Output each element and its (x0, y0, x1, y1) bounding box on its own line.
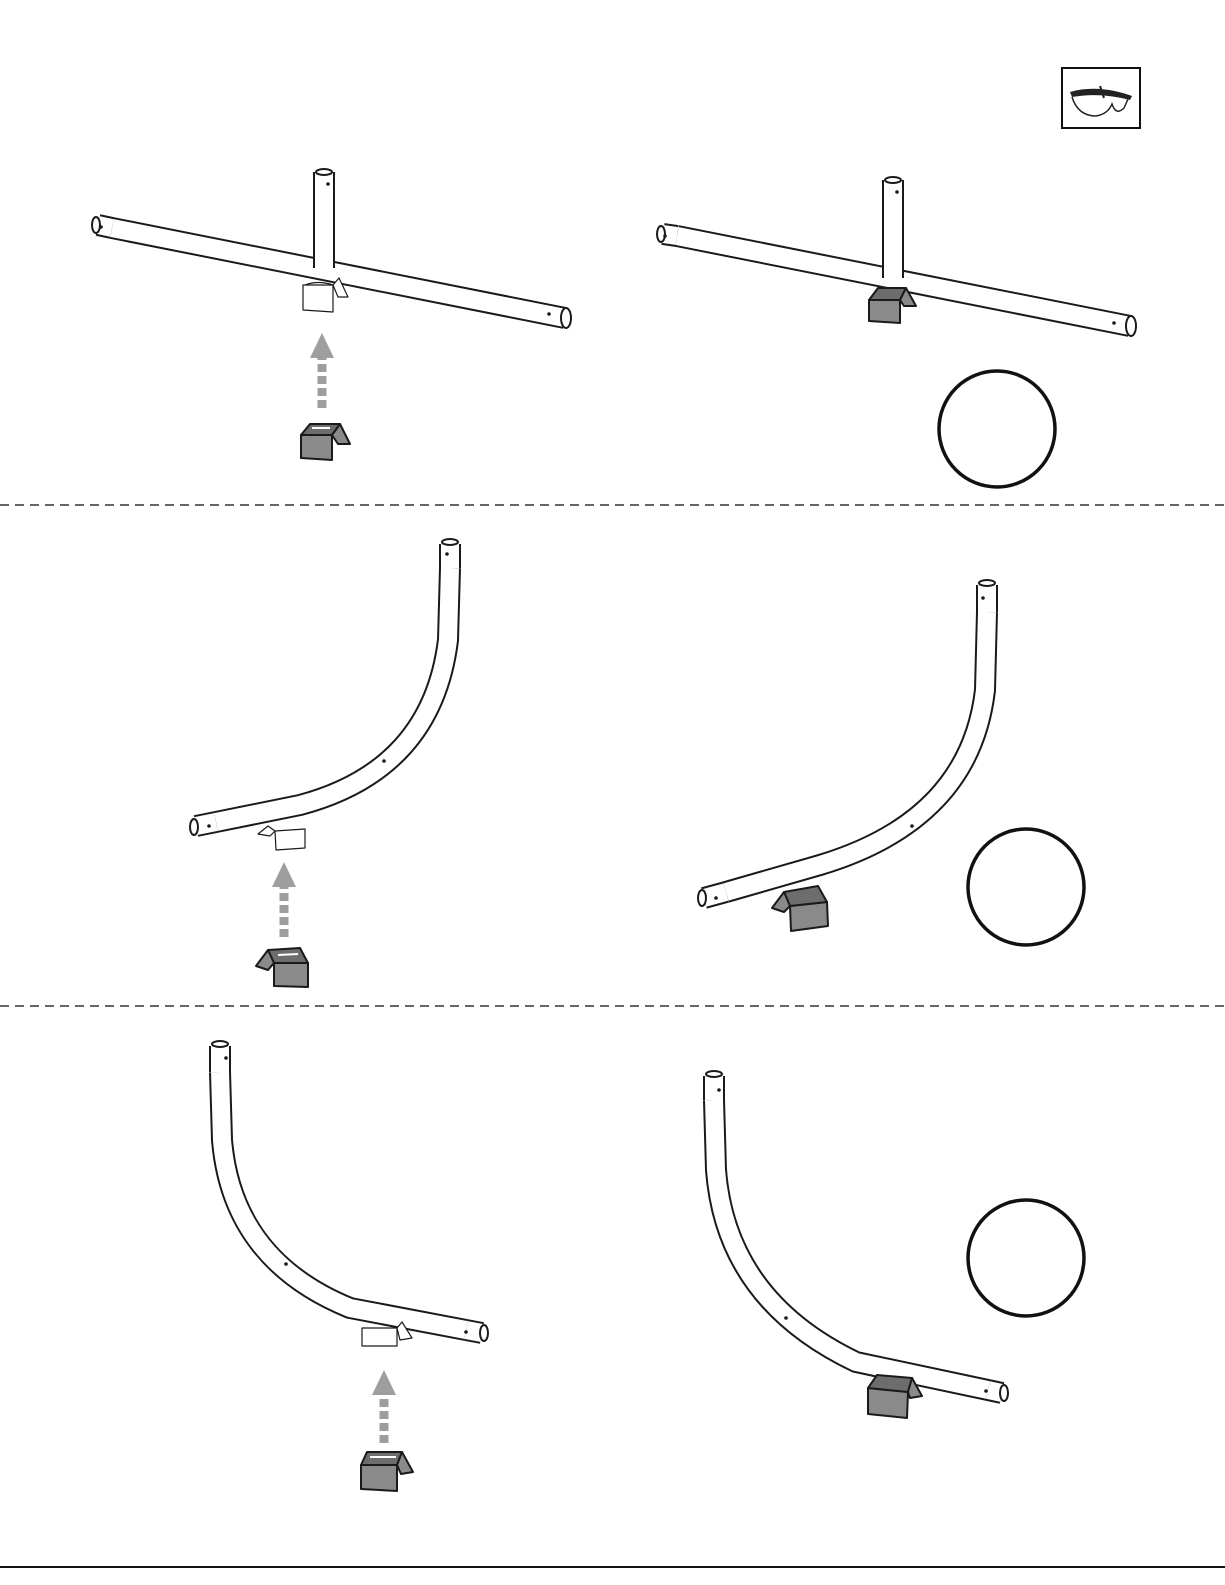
row-1-step-1 (92, 169, 571, 460)
installed-gray-clip (869, 288, 916, 323)
clip-on-tube (258, 826, 305, 850)
gray-clip (256, 948, 308, 987)
row-1-step-2 (657, 177, 1136, 487)
safety-glasses-icon (1062, 68, 1140, 128)
curved-tube (190, 539, 458, 835)
check-circle (939, 371, 1055, 487)
row-3-step-2 (706, 1071, 1084, 1418)
insert-arrow (310, 333, 334, 408)
curved-tube (698, 580, 995, 906)
check-circle (968, 829, 1084, 945)
check-circle (968, 1200, 1084, 1316)
installed-gray-clip (868, 1375, 922, 1418)
row-3-step-1 (212, 1041, 488, 1491)
curved-tube (212, 1041, 488, 1341)
row-2-step-1 (190, 539, 458, 987)
gray-clip (301, 424, 350, 460)
gray-clip (361, 1452, 413, 1491)
row-2-step-2 (698, 580, 1084, 945)
curved-tube (706, 1071, 1008, 1401)
insert-arrow (372, 1370, 396, 1443)
installed-gray-clip (772, 886, 828, 931)
clip-on-tube (303, 278, 348, 312)
insert-arrow (272, 862, 296, 937)
